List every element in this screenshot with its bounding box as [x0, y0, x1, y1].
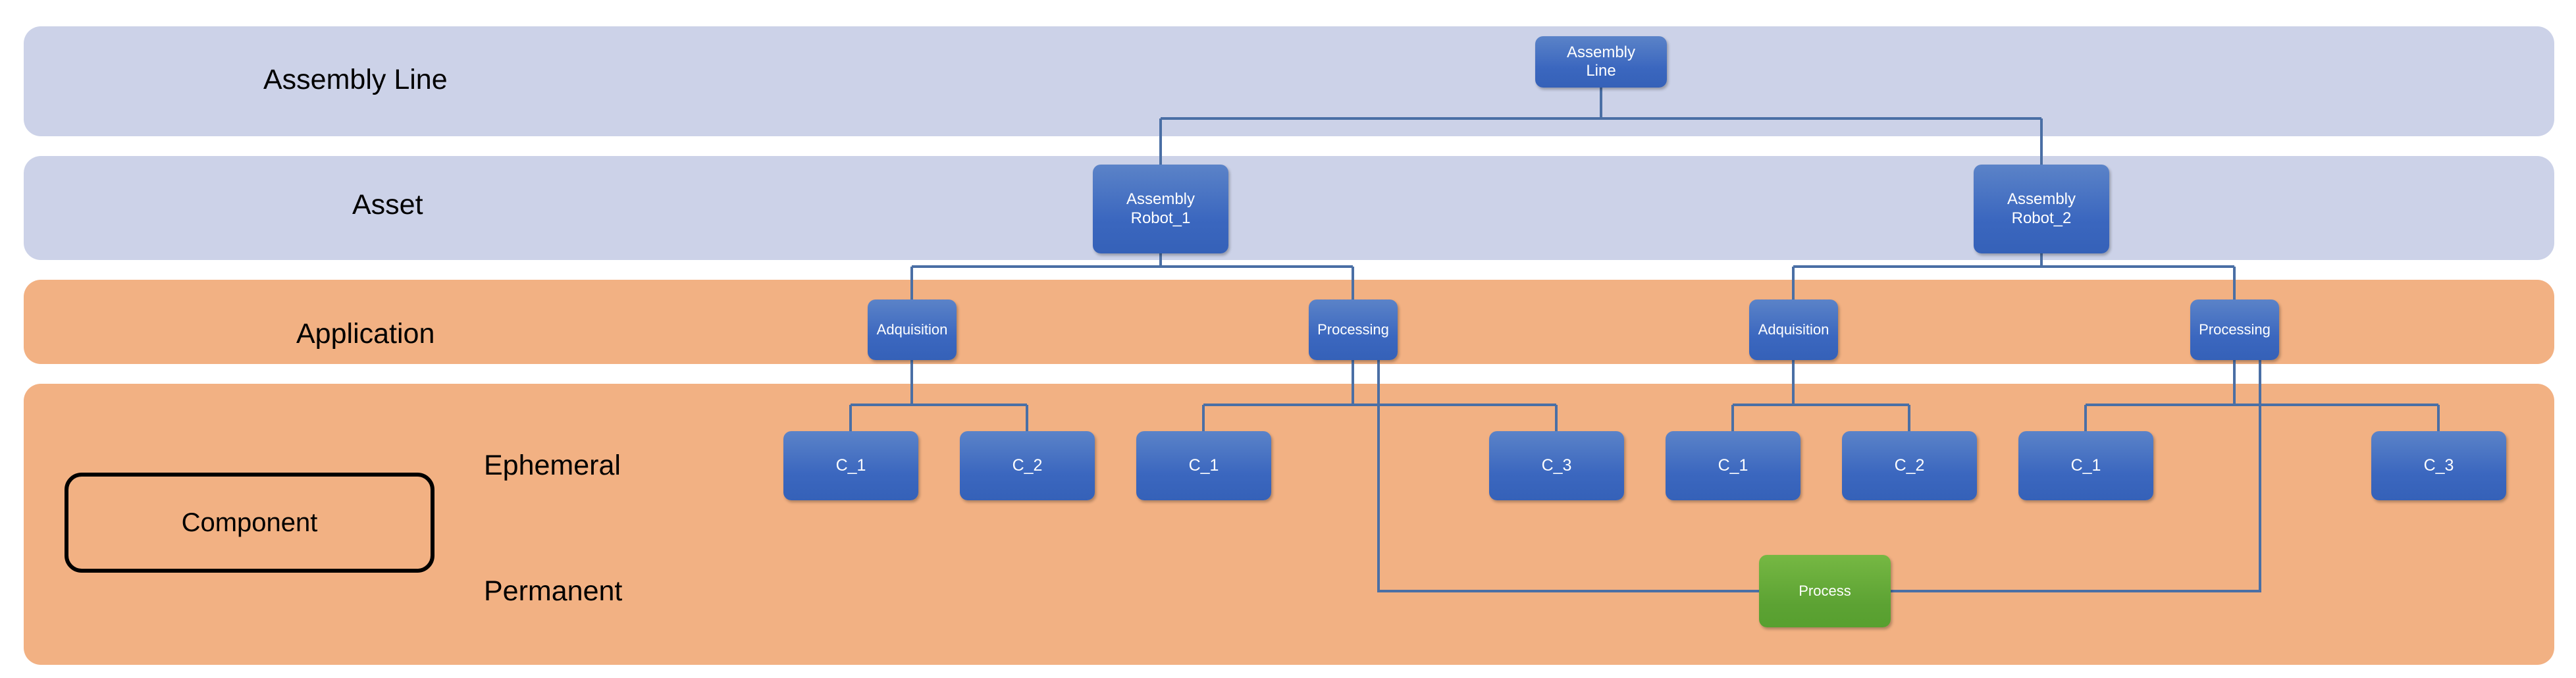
node-process[interactable]: Process [1759, 555, 1891, 627]
node-process-label: Process [1799, 583, 1851, 600]
band-label-asset: Asset [352, 189, 423, 221]
band-label-assembly-line: Assembly Line [263, 64, 448, 95]
node-adquisition-1[interactable]: Adquisition [868, 300, 957, 360]
node-component-5-label: C_1 [1718, 456, 1748, 475]
node-component-8-label: C_3 [2423, 456, 2454, 475]
node-component-7-label: C_1 [2070, 456, 2101, 475]
node-component-4[interactable]: C_3 [1489, 431, 1624, 500]
node-adquisition-2[interactable]: Adquisition [1749, 300, 1838, 360]
sub-label-permanent: Permanent [484, 575, 623, 607]
node-adquisition-1-label: Adquisition [876, 321, 948, 338]
node-component-5[interactable]: C_1 [1666, 431, 1801, 500]
node-component-7[interactable]: C_1 [2018, 431, 2153, 500]
node-component-3-label: C_1 [1188, 456, 1219, 475]
node-adquisition-2-label: Adquisition [1758, 321, 1829, 338]
legend-component-label: Component [181, 508, 318, 537]
band-label-application: Application [296, 318, 435, 350]
node-component-2-label: C_2 [1012, 456, 1043, 475]
node-component-1[interactable]: C_1 [783, 431, 918, 500]
band-application [24, 280, 2554, 364]
node-component-6[interactable]: C_2 [1842, 431, 1977, 500]
node-component-6-label: C_2 [1894, 456, 1925, 475]
node-component-8[interactable]: C_3 [2371, 431, 2506, 500]
node-processing-1-label: Processing [1317, 321, 1389, 338]
legend-component-box: Component [65, 473, 434, 573]
node-processing-2[interactable]: Processing [2190, 300, 2279, 360]
node-component-4-label: C_3 [1541, 456, 1572, 475]
node-component-2[interactable]: C_2 [960, 431, 1095, 500]
band-asset [24, 156, 2554, 260]
sub-label-ephemeral: Ephemeral [484, 450, 621, 481]
node-processing-1[interactable]: Processing [1309, 300, 1398, 360]
node-component-1-label: C_1 [835, 456, 866, 475]
node-component-3[interactable]: C_1 [1136, 431, 1271, 500]
node-processing-2-label: Processing [2199, 321, 2271, 338]
